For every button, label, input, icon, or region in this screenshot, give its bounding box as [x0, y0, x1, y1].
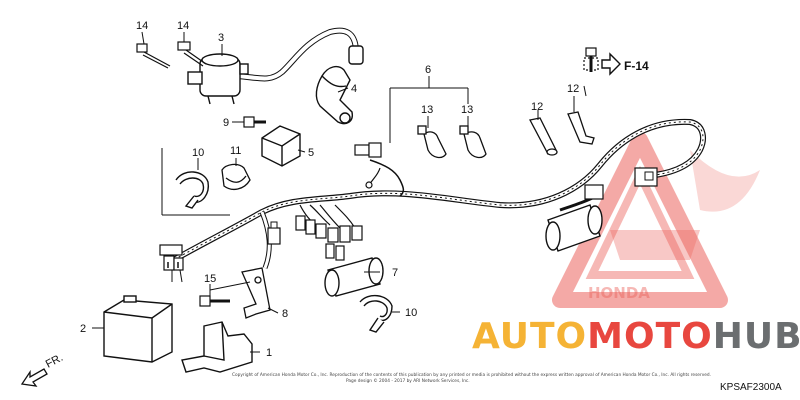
reference-label: F-14: [624, 59, 649, 73]
part-11-clip: [221, 163, 251, 191]
part-2-box: [103, 295, 173, 363]
part-10-band-right: [359, 295, 393, 333]
label-part-4: 4: [351, 83, 357, 95]
label-part-12: 12: [531, 101, 543, 113]
label-part-12: 12: [567, 83, 579, 95]
leader-lines: [92, 31, 587, 353]
part-4-plug-boot: [315, 65, 353, 125]
part-12-ties: [529, 111, 595, 156]
part-7-connector-boot: [324, 257, 384, 297]
label-part-1: 1: [266, 347, 272, 359]
watermark-hub: HUB: [713, 316, 800, 357]
part-9-bolt: [243, 116, 266, 128]
label-part-9: 9: [223, 117, 229, 129]
label-part-14: 14: [177, 20, 189, 32]
part-5-module: [261, 125, 301, 167]
part-15-bolt: [199, 295, 230, 307]
part-3-starter-relay: [187, 27, 364, 105]
watermark-auto: AUTO: [472, 316, 587, 357]
front-direction-marker: FR.: [20, 352, 65, 387]
label-part-11: 11: [230, 145, 241, 157]
label-part-2: 2: [80, 323, 86, 335]
label-part-13: 13: [421, 104, 433, 116]
copyright-line-2: Page design © 2004 - 2017 by ARI Network…: [346, 377, 470, 384]
label-part-7: 7: [392, 267, 398, 279]
watermark-moto: MOTO: [587, 316, 713, 357]
front-label: FR.: [44, 352, 65, 371]
label-part-3: 3: [218, 32, 224, 44]
harness-sleeve-right: [545, 204, 603, 252]
watermark-brand: AUTOMOTOHUB: [472, 316, 800, 357]
part-1-case: [181, 321, 253, 373]
reference-arrow: F-14: [601, 52, 649, 76]
part-13-clamps: [417, 125, 487, 159]
wire-harness: [159, 118, 706, 283]
label-part-6: 6: [425, 64, 431, 76]
f14-bolt: [583, 47, 599, 72]
label-part-5: 5: [308, 147, 314, 159]
svg-text:AUTOMOTOHUB: AUTOMOTOHUB: [472, 316, 800, 357]
copyright-line-1: Copyright of American Honda Motor Co., I…: [232, 372, 711, 378]
label-part-10: 10: [405, 307, 417, 319]
part-labels: 14 14 3 4 6 13 13 12 12 9 5 10 11 7 15 8…: [80, 20, 579, 359]
watermark-honda-text: HONDA: [588, 284, 650, 302]
label-part-15: 15: [204, 273, 216, 285]
part-14-bolts: [136, 41, 207, 69]
label-part-14: 14: [136, 20, 148, 32]
label-part-8: 8: [282, 308, 288, 320]
label-part-13: 13: [461, 104, 473, 116]
label-part-10: 10: [192, 147, 204, 159]
part-10-band-left: [175, 171, 209, 209]
diagram-code: KPSAF2300A: [720, 382, 782, 393]
part-8-bracket: [241, 267, 271, 319]
